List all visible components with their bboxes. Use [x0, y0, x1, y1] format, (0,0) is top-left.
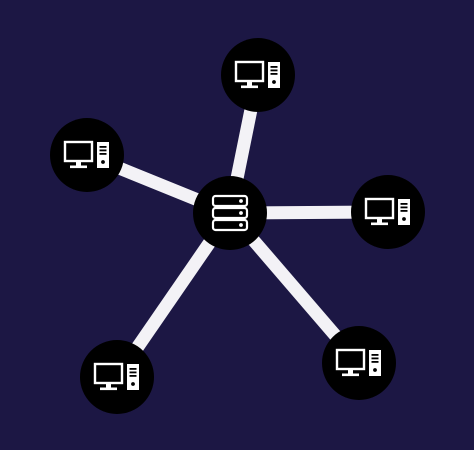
- node-circle: [50, 118, 124, 192]
- node-circle: [322, 326, 396, 400]
- client-node-left[interactable]: [50, 118, 124, 192]
- node-circle: [193, 176, 267, 250]
- client-node-bottom-left[interactable]: [80, 340, 154, 414]
- node-circle: [351, 175, 425, 249]
- node-circle: [80, 340, 154, 414]
- client-node-bottom-right[interactable]: [322, 326, 396, 400]
- client-node-right[interactable]: [351, 175, 425, 249]
- hub-server-node[interactable]: [193, 176, 267, 250]
- client-node-top[interactable]: [221, 38, 295, 112]
- node-circle: [221, 38, 295, 112]
